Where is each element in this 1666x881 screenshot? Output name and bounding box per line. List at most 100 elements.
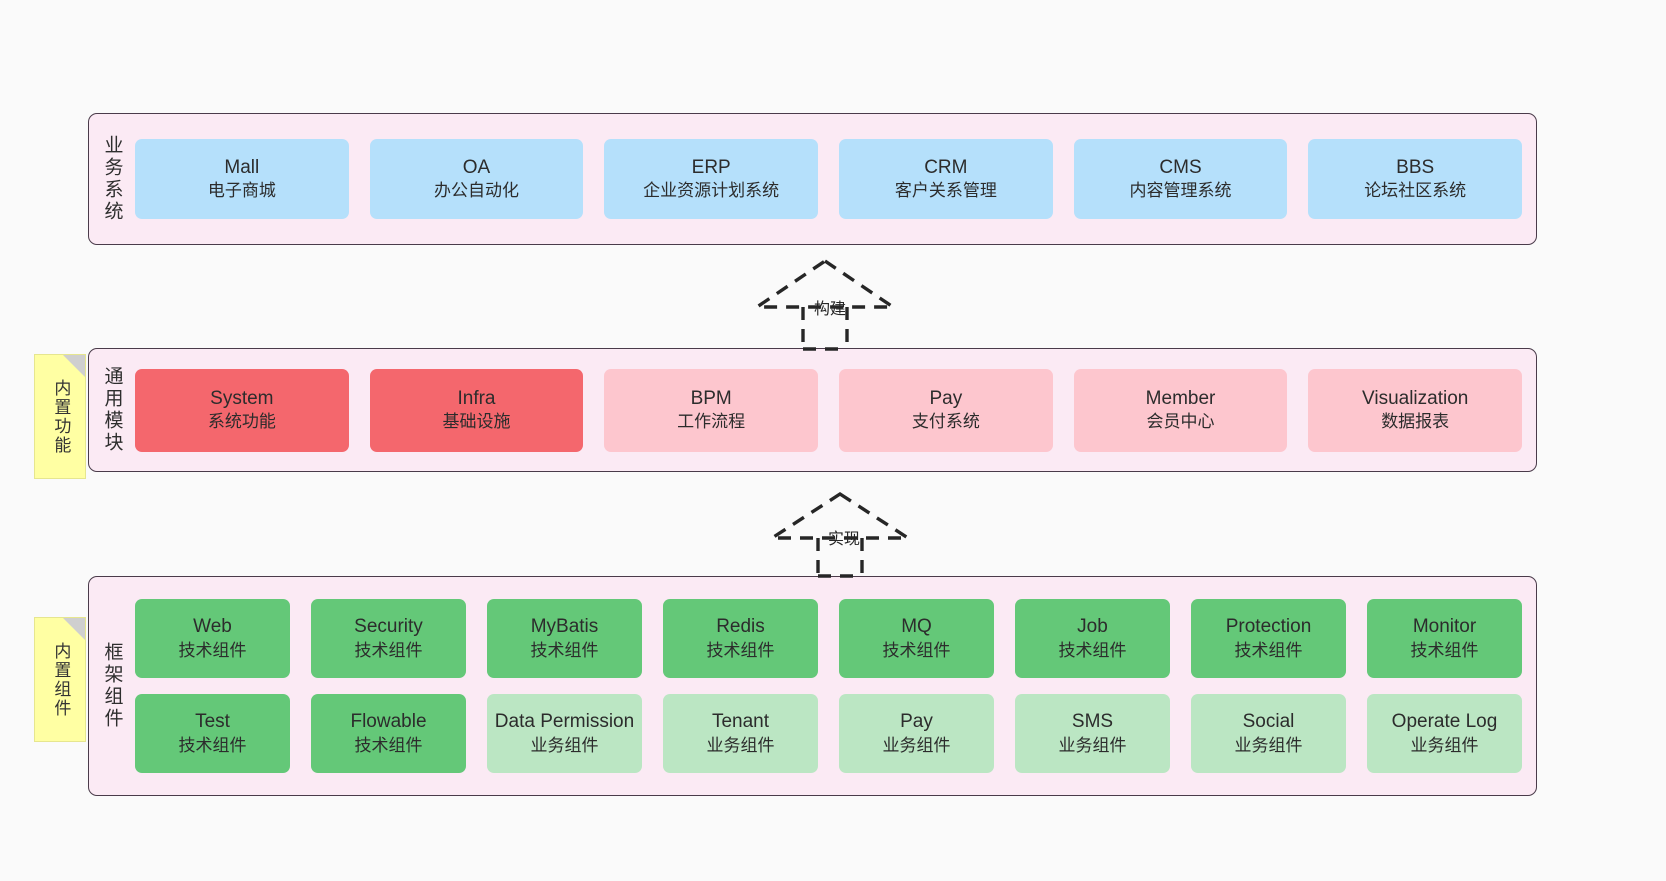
module-card-subtitle: 内容管理系统 xyxy=(1129,181,1232,201)
module-card-name: System xyxy=(210,387,274,409)
module-card-name: Monitor xyxy=(1412,616,1477,638)
module-card-subtitle: 业务组件 xyxy=(1234,735,1303,755)
module-card-subtitle: 业务组件 xyxy=(530,735,599,755)
module-card-subtitle: 技术组件 xyxy=(354,735,423,755)
module-card-name: Job xyxy=(1077,616,1108,638)
layer-title-common-module: 通用模块 xyxy=(101,366,123,454)
module-card-subtitle: 数据报表 xyxy=(1381,412,1450,432)
module-card-name: Flowable xyxy=(350,711,427,733)
module-card-subtitle: 技术组件 xyxy=(1058,640,1127,660)
arrow-build-shape xyxy=(751,258,899,351)
module-card-subtitle: 技术组件 xyxy=(1234,640,1303,660)
arrow-build-label: 构建 xyxy=(814,301,847,318)
note-fold-corner-icon xyxy=(63,355,85,377)
module-card-subtitle: 技术组件 xyxy=(354,640,423,660)
module-card-name: Social xyxy=(1242,711,1295,733)
module-card[interactable]: Infra 基础设施 xyxy=(369,368,584,452)
module-card-name: MQ xyxy=(901,616,932,638)
module-card-name: ERP xyxy=(691,156,731,178)
module-card-subtitle: 业务组件 xyxy=(1410,735,1479,755)
module-card-name: BPM xyxy=(690,387,732,409)
module-card-name: Pay xyxy=(929,387,963,409)
module-card-name: Tenant xyxy=(711,711,770,733)
module-card[interactable]: CMS 内容管理系统 xyxy=(1073,139,1288,219)
module-card-subtitle: 工作流程 xyxy=(677,412,746,432)
module-card-subtitle: 企业资源计划系统 xyxy=(643,181,780,201)
module-card-subtitle: 业务组件 xyxy=(1058,735,1127,755)
module-card-subtitle: 会员中心 xyxy=(1146,412,1215,432)
module-card[interactable]: Pay 支付系统 xyxy=(839,368,1053,452)
module-card-name: MyBatis xyxy=(530,616,599,638)
module-card-name: Test xyxy=(195,711,230,733)
module-card-subtitle: 业务组件 xyxy=(882,735,951,755)
module-card-subtitle: 基础设施 xyxy=(442,412,511,432)
module-card-subtitle: 技术组件 xyxy=(1410,640,1479,660)
module-card-subtitle: 业务组件 xyxy=(706,735,775,755)
module-card-subtitle: 支付系统 xyxy=(911,412,980,432)
module-card-name: CRM xyxy=(924,156,968,178)
module-card-name: Data Permission xyxy=(494,711,635,733)
note-builtin-component-text: 内置组件 xyxy=(51,641,71,718)
module-card-name: Redis xyxy=(716,616,765,638)
note-fold-corner-icon xyxy=(63,618,85,640)
module-card[interactable]: OA 办公自动化 xyxy=(369,139,584,219)
module-card-subtitle: 技术组件 xyxy=(530,640,599,660)
module-card-subtitle: 论坛社区系统 xyxy=(1364,181,1467,201)
module-card-subtitle: 办公自动化 xyxy=(434,181,519,201)
note-builtin-feature: 内置功能 xyxy=(34,354,86,479)
module-card-subtitle: 技术组件 xyxy=(178,640,247,660)
module-card-name: OA xyxy=(462,156,491,178)
module-card-name: Pay xyxy=(900,711,933,733)
module-card-name: Member xyxy=(1145,387,1216,409)
module-card-subtitle: 技术组件 xyxy=(882,640,951,660)
module-card-subtitle: 技术组件 xyxy=(706,640,775,660)
module-card-name: SMS xyxy=(1071,711,1114,733)
layer-title-framework-component: 框架组件 xyxy=(101,642,123,730)
arrow-implement-label: 实现 xyxy=(828,531,861,548)
module-card-name: Web xyxy=(193,616,232,638)
module-card[interactable]: Member 会员中心 xyxy=(1073,368,1288,452)
module-card[interactable]: ERP 企业资源计划系统 xyxy=(604,139,819,219)
module-card-name: CMS xyxy=(1159,156,1202,178)
layer-title-business-system: 业务系统 xyxy=(101,135,123,223)
module-card[interactable]: BPM 工作流程 xyxy=(604,368,819,452)
module-card[interactable]: BBS 论坛社区系统 xyxy=(1308,139,1523,219)
module-card-subtitle: 技术组件 xyxy=(178,735,247,755)
module-card-name: Security xyxy=(354,616,423,638)
note-builtin-component: 内置组件 xyxy=(34,617,86,742)
note-builtin-feature-text: 内置功能 xyxy=(51,378,71,455)
module-card-name: BBS xyxy=(1396,156,1435,178)
module-card-name: Protection xyxy=(1225,616,1312,638)
module-card-name: Infra xyxy=(457,387,496,409)
